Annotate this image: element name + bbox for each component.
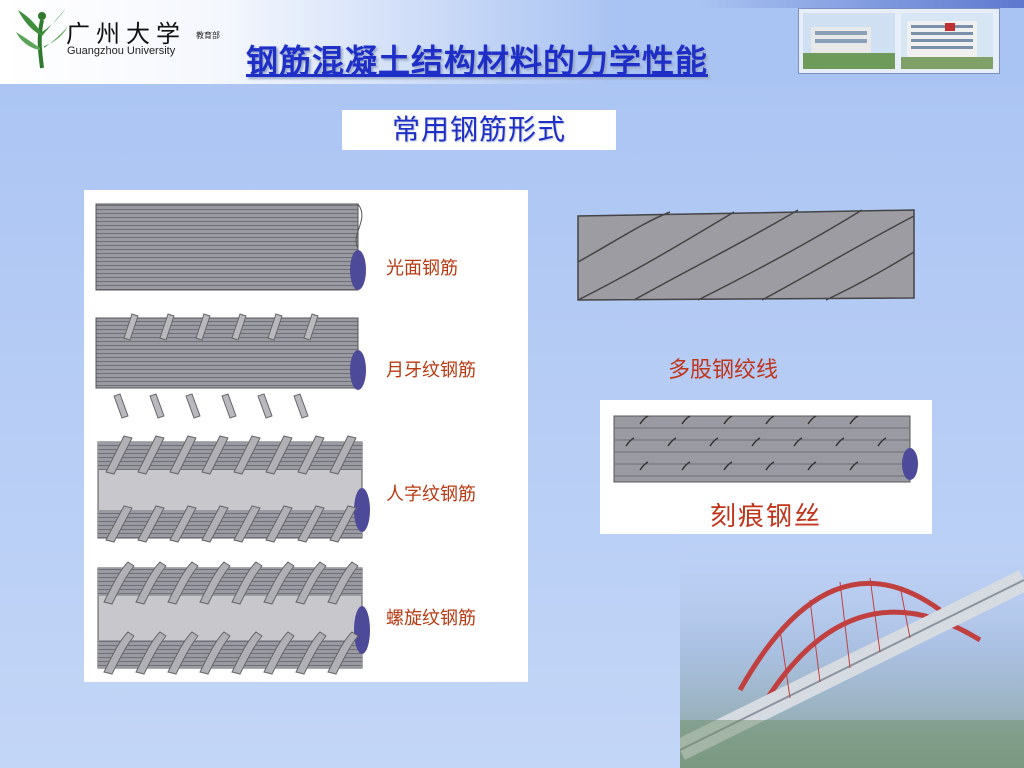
university-name-cn-small: 教育部 xyxy=(196,30,220,41)
plain-bar-icon xyxy=(96,204,366,290)
rebar-types-panel: 光面钢筋 月牙纹钢筋 人字纹钢筋 螺旋纹钢筋 xyxy=(84,190,528,682)
herringbone-bar-icon xyxy=(98,436,370,542)
plain-bar-label: 光面钢筋 xyxy=(386,254,458,280)
spiral-bar-label: 螺旋纹钢筋 xyxy=(386,604,476,630)
bridge-background-image xyxy=(680,520,1024,768)
steel-strand-icon xyxy=(574,202,918,306)
university-name-cn: 广州大学 xyxy=(66,14,186,49)
campus-photos xyxy=(798,8,1000,74)
campus-photo-1 xyxy=(803,13,895,69)
herringbone-bar-label: 人字纹钢筋 xyxy=(386,480,476,506)
crescent-rib-bar-label: 月牙纹钢筋 xyxy=(386,356,476,382)
slide-title: 钢筋混凝土结构材料的力学性能 xyxy=(246,36,806,82)
campus-photo-2 xyxy=(901,13,993,69)
crescent-rib-bar-icon xyxy=(96,314,366,418)
spiral-bar-icon xyxy=(98,562,370,674)
subtitle: 常用钢筋形式 xyxy=(342,110,616,150)
indented-wire-panel: 刻痕钢丝 xyxy=(600,400,932,534)
logo-emblem-icon xyxy=(12,6,72,76)
subtitle-box: 常用钢筋形式 xyxy=(342,110,616,150)
university-name-en: Guangzhou University xyxy=(67,45,175,57)
header-stripe xyxy=(700,0,1024,8)
indented-wire-icon xyxy=(600,400,932,492)
steel-strand-label: 多股钢绞线 xyxy=(668,352,778,384)
